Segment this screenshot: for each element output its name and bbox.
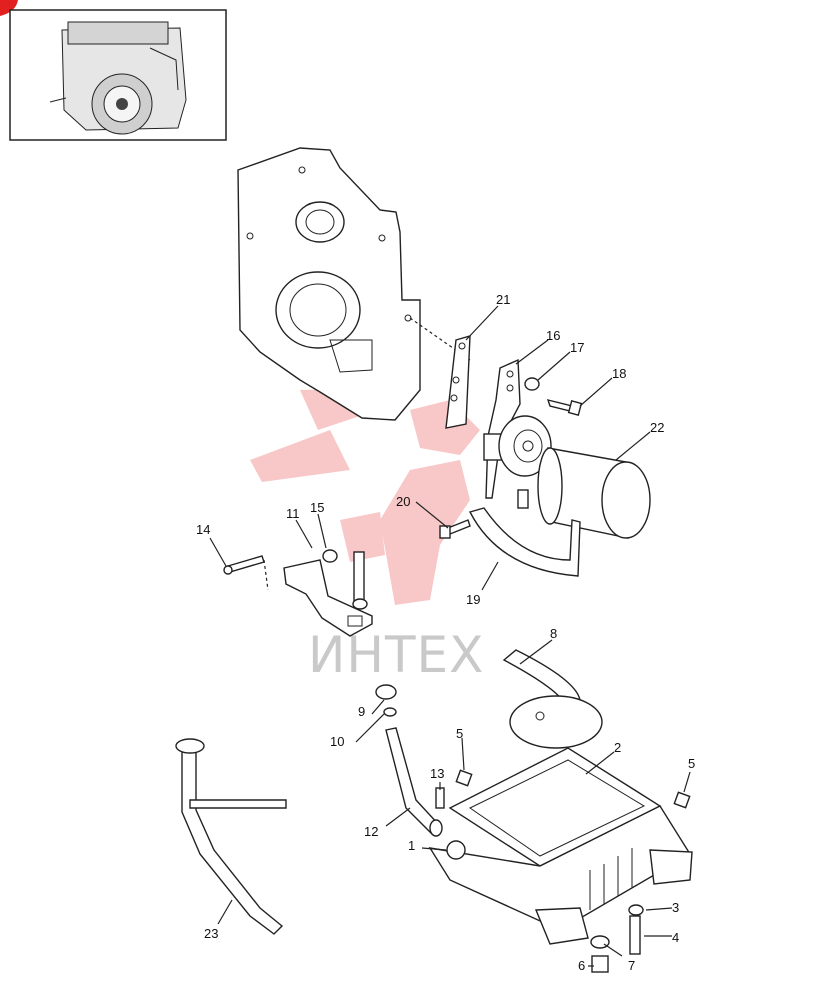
part-4-bolt — [629, 915, 641, 955]
part-16-filter-adapter — [483, 358, 552, 499]
part-9-cap — [375, 684, 397, 700]
part-12-dipstick-tube — [385, 727, 443, 837]
part-10-o-ring — [383, 707, 397, 717]
label-5-right: 5 — [688, 756, 695, 771]
part-15-nut — [322, 549, 368, 610]
label-5-left: 5 — [456, 726, 463, 741]
part-14-screw — [223, 555, 269, 591]
part-17-washer — [524, 377, 540, 391]
label-18: 18 — [612, 366, 626, 381]
label-14: 14 — [196, 522, 210, 537]
leader-lines — [209, 305, 691, 967]
label-12: 12 — [364, 824, 378, 839]
part-22-oil-filter — [537, 447, 651, 539]
label-11: 11 — [286, 506, 300, 521]
part-13-fitting — [435, 787, 445, 809]
label-23: 23 — [204, 926, 218, 941]
label-19: 19 — [466, 592, 480, 607]
part-5-plug-right — [673, 791, 691, 809]
part-19-strap — [468, 489, 581, 577]
label-16: 16 — [546, 328, 560, 343]
part-21-bracket — [445, 335, 471, 429]
part-11-bracket — [283, 559, 373, 637]
label-3: 3 — [672, 900, 679, 915]
label-4: 4 — [672, 930, 679, 945]
red-corner-marker-icon — [0, 0, 18, 16]
label-9: 9 — [358, 704, 365, 719]
engine-thumbnail — [9, 9, 227, 141]
part-6-drain-plug — [591, 955, 609, 973]
label-2: 2 — [614, 740, 621, 755]
part-3-washer — [628, 904, 644, 916]
label-20: 20 — [396, 494, 410, 509]
gear-case-housing — [237, 147, 471, 421]
label-10: 10 — [330, 734, 344, 749]
label-1: 1 — [408, 838, 415, 853]
part-2-oil-pan — [428, 747, 693, 945]
label-13: 13 — [430, 766, 444, 781]
label-21: 21 — [496, 292, 510, 307]
label-7: 7 — [628, 958, 635, 973]
label-17: 17 — [570, 340, 584, 355]
part-18-bolt — [546, 399, 583, 416]
label-6: 6 — [578, 958, 585, 973]
part-8-pickup-tube — [502, 649, 603, 749]
label-15: 15 — [310, 500, 324, 515]
watermark-text: ИНТЕХ — [308, 626, 484, 684]
label-22: 22 — [650, 420, 664, 435]
part-5-plug-left — [455, 769, 473, 787]
engine-thumbnail-icon — [49, 21, 187, 135]
part-23-filler-tube — [175, 738, 287, 935]
label-8: 8 — [550, 626, 557, 641]
